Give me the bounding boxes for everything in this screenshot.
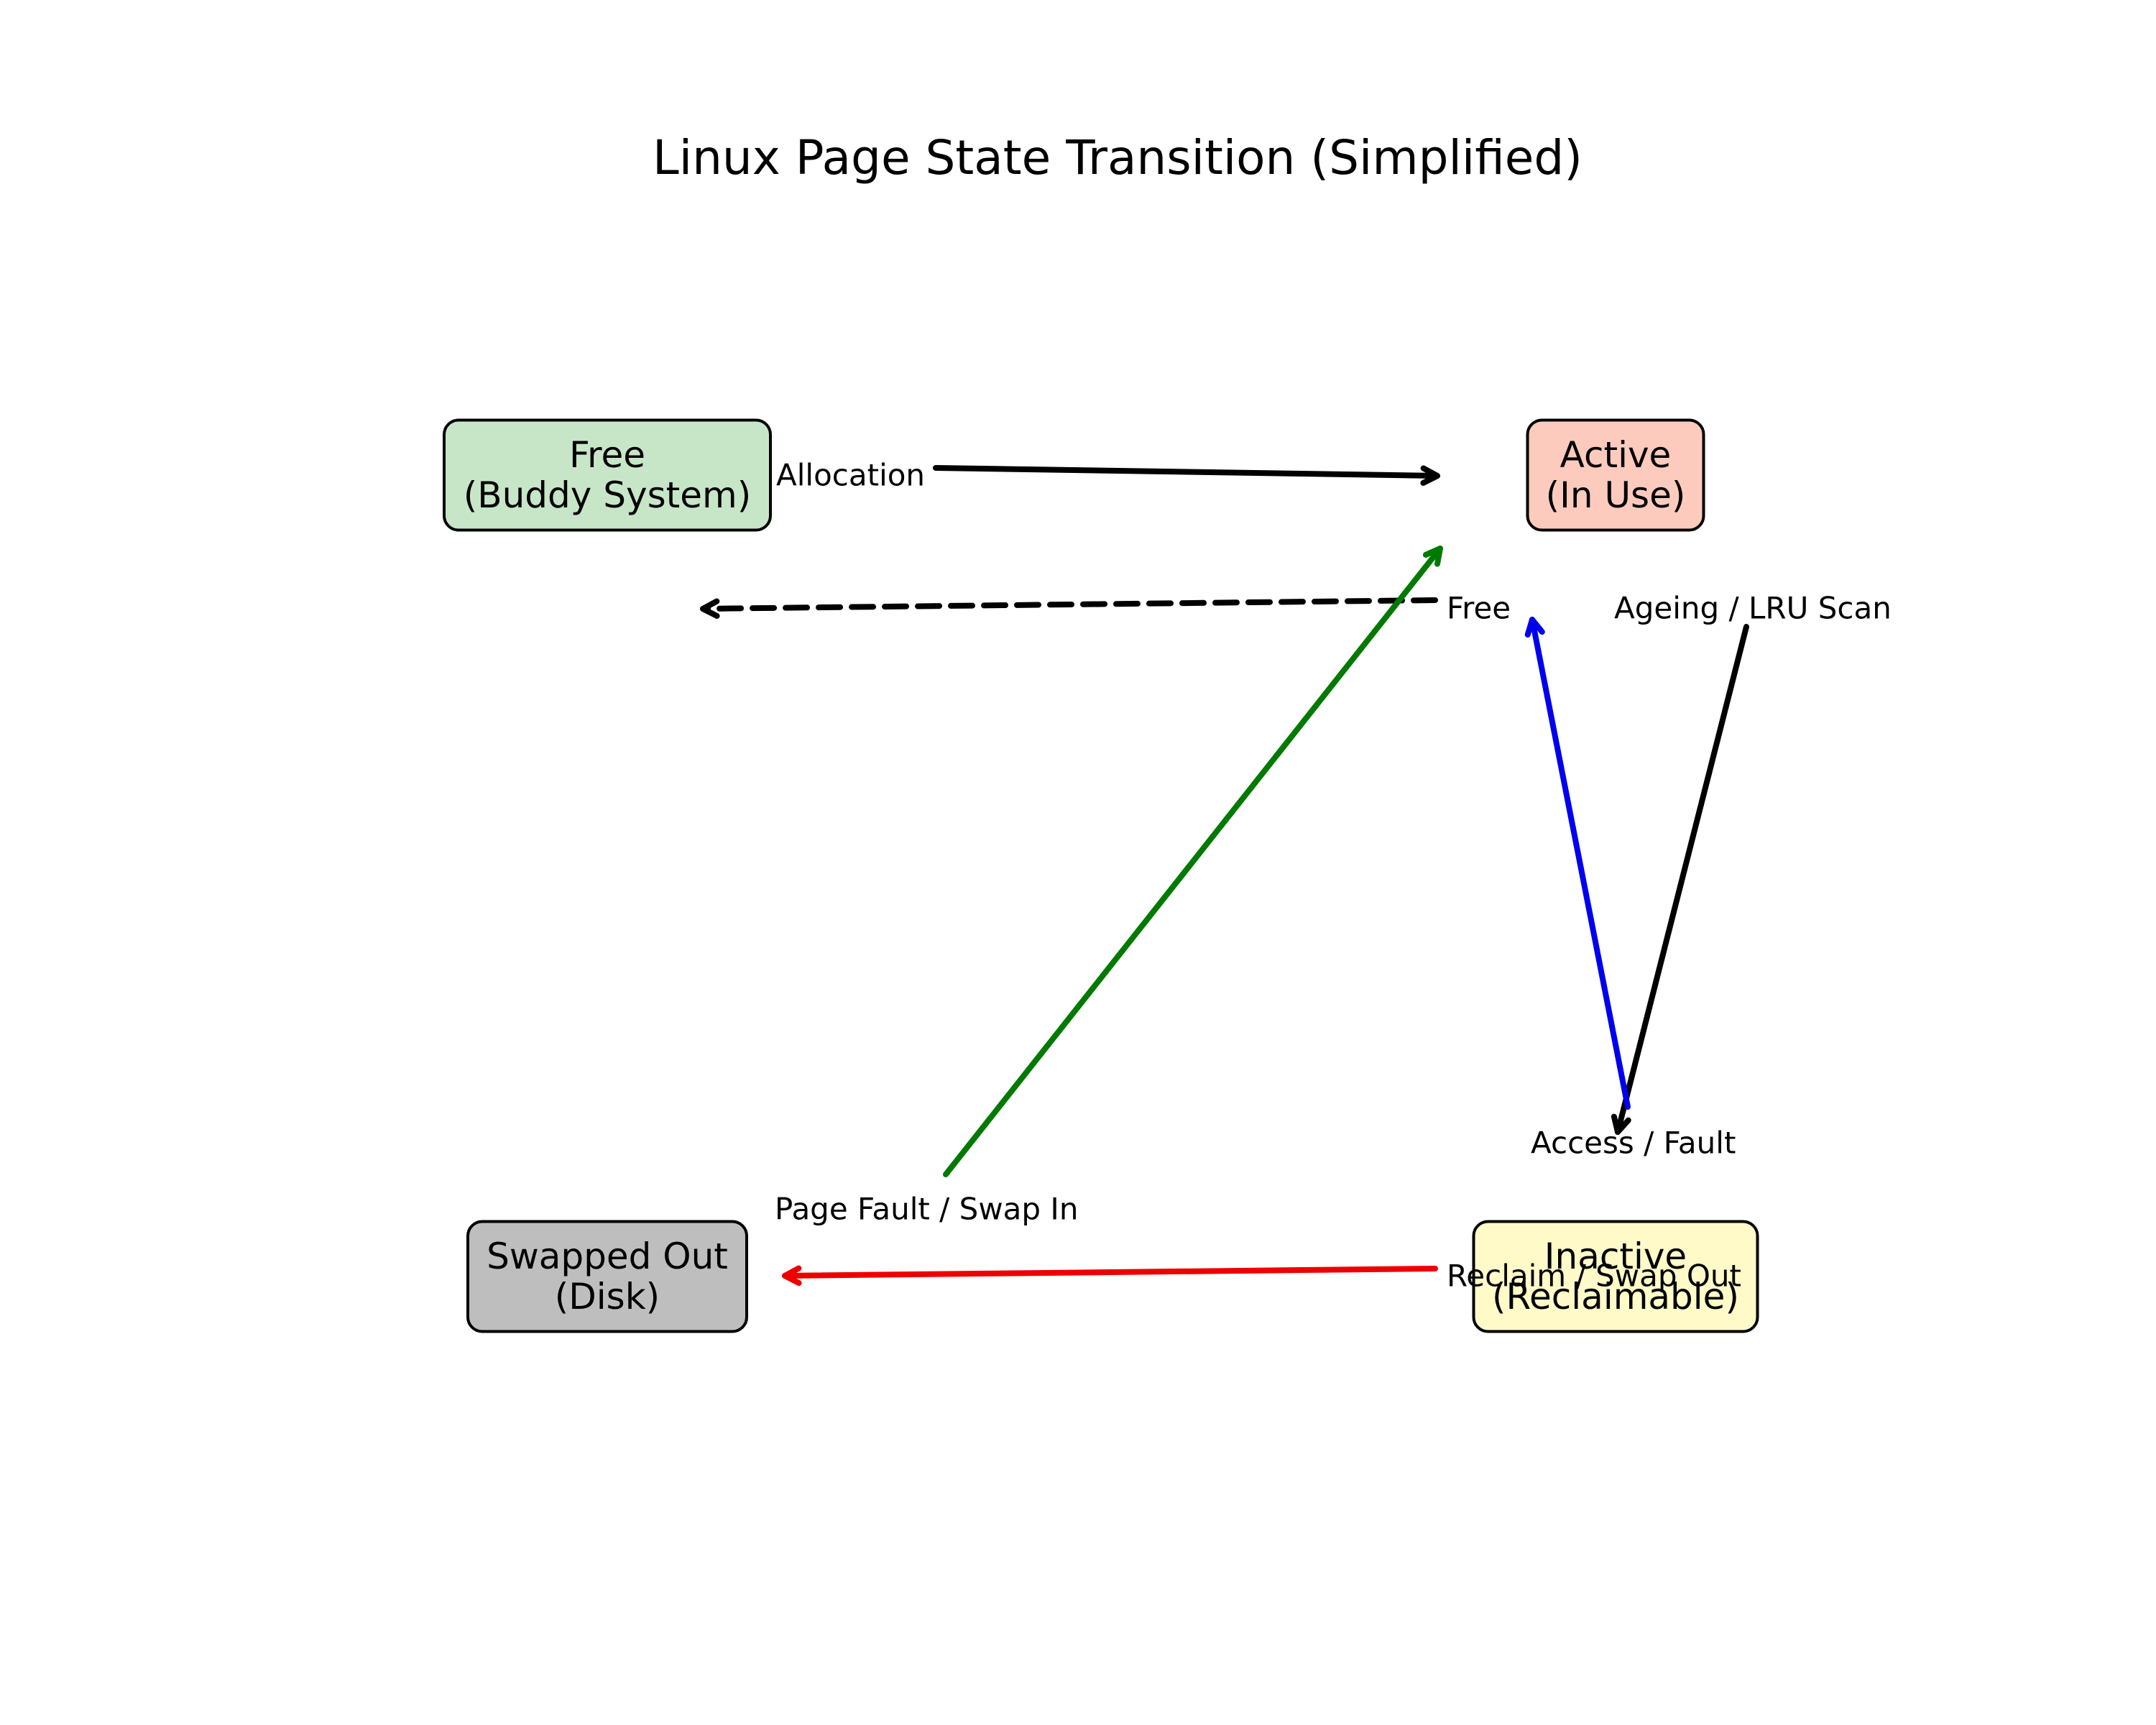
- arrowhead-swapin: [1422, 546, 1443, 567]
- nodes-layer: Free(Buddy System)Active(In Use)Swapped …: [443, 418, 1759, 1333]
- arrowhead-ageing: [1611, 1113, 1631, 1135]
- edge-label-free: Free: [1447, 591, 1511, 626]
- edge-line-swapin: [943, 546, 1443, 1177]
- node-box-active: [1526, 418, 1705, 532]
- edge-label-swapin: Page Fault / Swap In: [775, 1192, 1078, 1227]
- node-label-inactive-line-1: Inactive: [1544, 1236, 1687, 1277]
- node-label-free-line-2: (Buddy System): [464, 474, 751, 516]
- edge-access: [1524, 617, 1631, 1110]
- node-box-inactive: [1472, 1220, 1759, 1333]
- arrowhead-allocation: [1420, 465, 1440, 486]
- node-label-active-line-2: (In Use): [1546, 474, 1686, 516]
- node-label-inactive-line-2: (Reclaimable): [1492, 1276, 1739, 1317]
- edge-swapin: [943, 546, 1443, 1177]
- arrowhead-free: [700, 598, 720, 619]
- node-label-swapped-line-2: (Disk): [555, 1276, 660, 1317]
- edge-line-allocation: [933, 465, 1440, 479]
- node-box-free: [443, 418, 772, 532]
- edge-ageing: [1611, 624, 1749, 1135]
- node-label-active-line-1: Active: [1560, 434, 1672, 476]
- node-active: Active(In Use): [1526, 418, 1705, 532]
- edge-free: [700, 597, 1438, 619]
- edge-label-reclaim: Reclaim / Swap Out: [1447, 1259, 1741, 1294]
- node-box-swapped: [466, 1220, 748, 1333]
- edge-line-ageing: [1615, 624, 1749, 1135]
- edge-label-access: Access / Fault: [1531, 1126, 1736, 1161]
- edge-label-ageing: Ageing / LRU Scan: [1614, 591, 1892, 626]
- diagram-title: Linux Page State Transition (Simplified): [653, 130, 1583, 185]
- edge-line-free: [700, 597, 1438, 612]
- edge-line-reclaim: [782, 1266, 1438, 1279]
- node-label-free-line-1: Free: [569, 434, 645, 476]
- arrowhead-reclaim: [782, 1265, 802, 1287]
- edge-allocation: [933, 465, 1440, 486]
- node-free: Free(Buddy System): [443, 418, 772, 532]
- edge-reclaim: [782, 1265, 1438, 1287]
- edge-label-allocation: Allocation: [776, 458, 925, 493]
- node-label-swapped-line-1: Swapped Out: [487, 1236, 728, 1277]
- arrowhead-access: [1524, 617, 1545, 638]
- node-swapped: Swapped Out(Disk): [466, 1220, 748, 1333]
- edges-layer: [700, 465, 1749, 1287]
- node-inactive: Inactive(Reclaimable): [1472, 1220, 1759, 1333]
- edge-line-access: [1529, 617, 1631, 1110]
